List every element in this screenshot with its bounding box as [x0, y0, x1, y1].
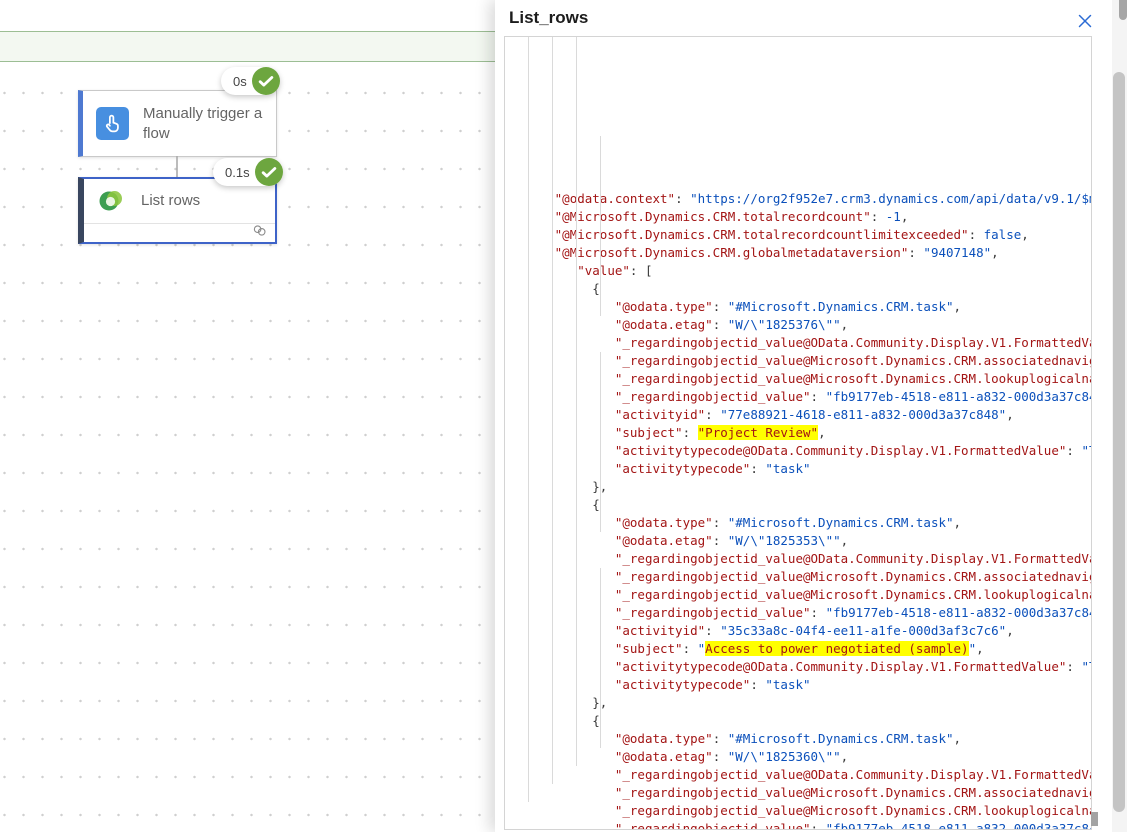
raw-outputs-codebox[interactable]: "@odata.context": "https://org2f952e7.cr… [504, 36, 1092, 830]
panel-scrollbar-track[interactable] [1112, 0, 1127, 832]
indent-guide [600, 352, 601, 532]
code-line: "_regardingobjectid_value@OData.Communit… [614, 767, 1091, 782]
code-line: { [592, 497, 600, 512]
action-duration: 0.1s [225, 164, 250, 180]
manual-trigger-icon [96, 107, 129, 140]
action-card-title: List rows [141, 192, 201, 209]
code-line: "@Microsoft.Dynamics.CRM.globalmetadatav… [554, 245, 999, 260]
code-line: "activitytypecode@OData.Community.Displa… [614, 659, 1091, 674]
code-line: "activitytypecode": "task" [614, 677, 811, 692]
list-rows-card[interactable]: List rows [78, 177, 277, 244]
trigger-success-check-icon [251, 67, 280, 95]
trigger-status-badge[interactable]: 0s [221, 67, 280, 95]
code-line: "_regardingobjectid_value@OData.Communit… [614, 335, 1091, 350]
indent-guide [528, 37, 529, 802]
code-line: "_regardingobjectid_value@Microsoft.Dyna… [614, 353, 1091, 368]
trigger-card[interactable]: Manually trigger a flow [78, 90, 277, 157]
indent-guide [576, 37, 577, 766]
code-line: { [592, 713, 600, 728]
code-line: "_regardingobjectid_value@Microsoft.Dyna… [614, 371, 1091, 386]
code-line: "activityid": "35c33a8c-04f4-ee11-a1fe-0… [614, 623, 1014, 638]
code-line: "activitytypecode@OData.Community.Displa… [614, 443, 1091, 458]
indent-guide [600, 568, 601, 748]
panel-scrollbar-thumb[interactable] [1113, 72, 1125, 812]
code-line: "@odata.type": "#Microsoft.Dynamics.CRM.… [614, 299, 962, 314]
code-line: "@odata.type": "#Microsoft.Dynamics.CRM.… [614, 515, 962, 530]
code-line: "_regardingobjectid_value@Microsoft.Dyna… [614, 803, 1091, 818]
trigger-duration: 0s [233, 73, 247, 89]
panel-title: List_rows [509, 8, 589, 27]
code-line: "subject": "Access to power negotiated (… [614, 641, 984, 656]
code-line: "activitytypecode": "task" [614, 461, 811, 476]
code-line: "@Microsoft.Dynamics.CRM.totalrecordcoun… [554, 209, 909, 224]
code-scrollbar-thumb[interactable] [1091, 812, 1098, 826]
code-line: "_regardingobjectid_value": "fb9177eb-45… [614, 821, 1091, 829]
trigger-card-title: Manually trigger a flow [143, 104, 263, 142]
json-output: "@odata.context": "https://org2f952e7.cr… [505, 37, 1091, 829]
code-line: "@odata.etag": "W/\"1825376\"", [614, 317, 849, 332]
action-success-check-icon [254, 158, 283, 186]
code-line: "@Microsoft.Dynamics.CRM.totalrecordcoun… [554, 227, 1029, 242]
indent-guide [600, 136, 601, 316]
code-line: "value": [ [577, 263, 653, 278]
code-line: "_regardingobjectid_value": "fb9177eb-45… [614, 389, 1091, 404]
action-status-badge[interactable]: 0.1s [213, 158, 283, 186]
code-line: "activityid": "77e88921-4618-e811-a832-0… [614, 407, 1014, 422]
scrollbar-top-piece [1119, 0, 1127, 20]
code-line: "_regardingobjectid_value@Microsoft.Dyna… [614, 569, 1091, 584]
list-rows-output-panel: List_rows "@odata.context": "https://org… [495, 0, 1127, 832]
code-line: "_regardingobjectid_value": "fb9177eb-45… [614, 605, 1091, 620]
indent-guide [552, 37, 553, 784]
code-line: "subject": "Project Review", [614, 425, 826, 440]
code-line: "@odata.etag": "W/\"1825353\"", [614, 533, 849, 548]
code-line: "@odata.type": "#Microsoft.Dynamics.CRM.… [614, 731, 962, 746]
close-icon[interactable] [1075, 11, 1095, 31]
code-line: { [592, 281, 600, 296]
code-line: "@odata.etag": "W/\"1825360\"", [614, 749, 849, 764]
code-line: }, [517, 478, 1091, 496]
dataverse-icon [98, 188, 124, 214]
code-line: "_regardingobjectid_value@Microsoft.Dyna… [614, 785, 1091, 800]
code-line: }, [517, 694, 1091, 712]
code-line: "@odata.context": "https://org2f952e7.cr… [554, 191, 1091, 206]
connection-link-icon[interactable] [252, 224, 267, 242]
code-line: "_regardingobjectid_value@OData.Communit… [614, 551, 1091, 566]
code-line: "_regardingobjectid_value@Microsoft.Dyna… [614, 587, 1091, 602]
